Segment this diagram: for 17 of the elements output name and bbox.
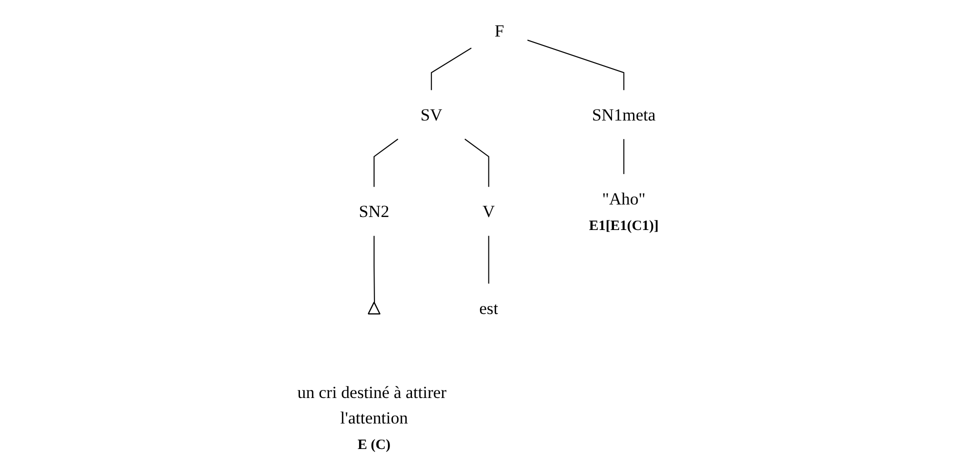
node-text: "Aho" bbox=[602, 188, 646, 208]
connector bbox=[374, 236, 375, 303]
node-text: SV bbox=[420, 104, 442, 124]
node-text: SN1meta bbox=[592, 104, 656, 124]
connector bbox=[464, 138, 490, 187]
connector bbox=[623, 139, 624, 174]
node-label: E (C) bbox=[358, 436, 390, 452]
node-text: V bbox=[482, 202, 495, 222]
node-text: SN2 bbox=[358, 202, 390, 222]
node-text: un cri destiné à attirer l'attention bbox=[297, 382, 446, 428]
connector bbox=[527, 40, 624, 90]
node-text: est bbox=[479, 298, 498, 318]
node-text: F bbox=[494, 20, 504, 40]
connector bbox=[488, 236, 490, 284]
node-label: E1[E1(C1)] bbox=[589, 218, 659, 234]
connector bbox=[430, 48, 472, 90]
connector bbox=[374, 138, 398, 187]
